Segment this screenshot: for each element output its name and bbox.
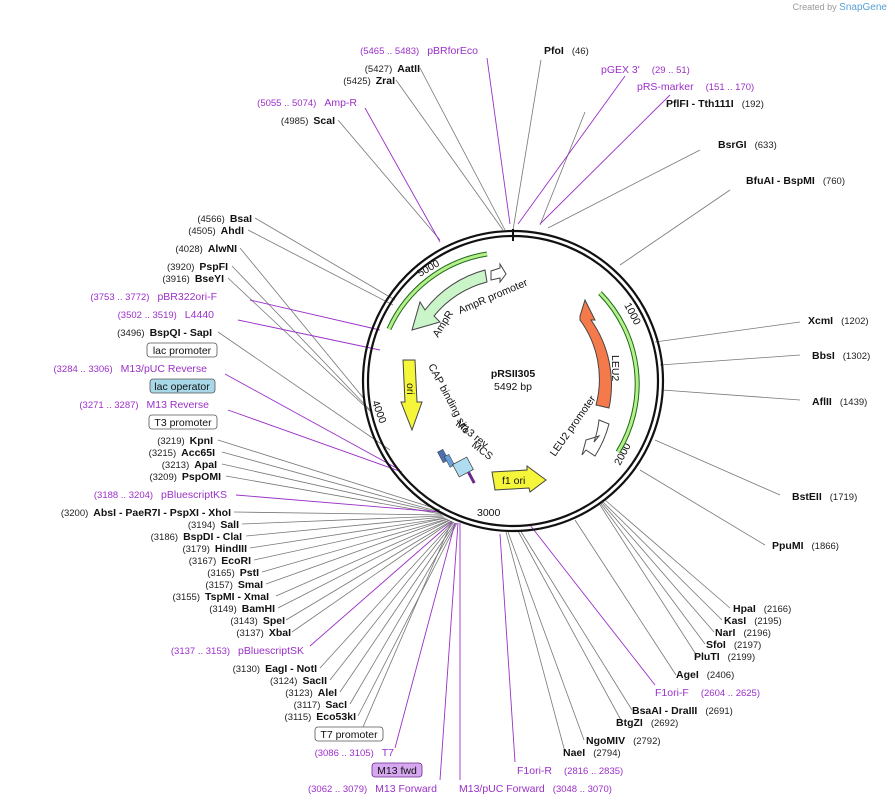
site-agei: AgeI(2406) (676, 669, 734, 681)
site-ngomiv: NgoMIV(2792) (586, 735, 661, 747)
f1ori-arrow (491, 465, 547, 493)
t3-promoter-box: T3 promoter (148, 414, 218, 430)
leu2-promoter-arrow (581, 419, 610, 457)
ampr-green-arc-inner (387, 252, 488, 330)
t3-promoter-label: T3 promoter (154, 417, 212, 429)
site-bsteii: BstEII(1719) (792, 491, 857, 503)
lac-operator-box: lac operator (149, 378, 216, 394)
site-pfoi: PfoI(46) (544, 45, 589, 57)
site-aflii: AflII(1439) (812, 396, 867, 408)
site-ecori: (3167)EcoRI (189, 555, 251, 567)
site-naei-right: NaeI(2794) (563, 747, 621, 759)
site-aatii: (5427)AatII (365, 63, 420, 75)
tick-3000: 3000 (477, 507, 501, 519)
feat-prs-marker: pRS-marker(151 .. 170) (637, 81, 754, 93)
snapgene-brand: Created by SnapGene (793, 2, 887, 13)
site-eagi: (3130)EagI - NotI (233, 663, 317, 675)
site-kasi: KasI(2195) (724, 615, 782, 627)
site-pspomi: (3209)PspOMI (149, 471, 221, 483)
right-sites: PfoI(46) PflFI - Tth111I(192) BsrGI(633)… (544, 45, 870, 759)
lac-promoter-box: lac promoter (146, 342, 218, 358)
connector-lines (217, 59, 801, 753)
site-bsaai: BsaAI - DraIII(2691) (632, 705, 733, 717)
feat-pbr322ori-f: (3753 .. 3772)pBR322ori-F (90, 291, 217, 303)
site-pspfi: (3920)PspFI (167, 261, 228, 273)
site-bamhi: (3149)BamHI (209, 603, 275, 615)
site-eco53ki: (3115)Eco53kI (285, 711, 357, 723)
feat-f1ori-f: F1ori-F(2604 .. 2625) (655, 687, 760, 699)
leu2-green-arc-inner (598, 291, 639, 453)
t7-promoter-label: T7 promoter (320, 729, 378, 741)
feat-pbluescriptsk: (3137 .. 3153)pBluescriptSK (171, 645, 304, 657)
site-saci: (3117)SacI (294, 699, 347, 711)
ori-label: ori (404, 383, 416, 395)
site-ahdi: (4505)AhdI (188, 225, 244, 237)
site-hindiii: (3179)HindIII (182, 543, 247, 555)
site-bfuai: BfuAI - BspMI(760) (746, 175, 845, 187)
site-bsai: (4566)BsaI (197, 213, 252, 225)
site-bseyi: (3916)BseYI (162, 273, 224, 285)
feature-lines (224, 57, 671, 781)
site-sfoi: SfoI(2197) (706, 639, 761, 651)
plasmid-length: 5492 bp (494, 381, 532, 393)
feat-l4440: (3502 .. 3519)L4440 (118, 309, 215, 321)
site-pflfi: PflFI - Tth111I(192) (666, 98, 764, 110)
site-absi: (3200)AbsI - PaeR7I - PspXI - XhoI (61, 507, 231, 519)
site-nari: NarI(2196) (715, 627, 771, 639)
feat-m13puc-reverse: (3284 .. 3306)M13/pUC Reverse (53, 363, 207, 375)
site-bsrgi: BsrGI(633) (718, 139, 777, 151)
site-btgzi: BtgZI(2692) (616, 717, 678, 729)
site-scai: (4985)ScaI (281, 115, 335, 127)
site-bspqi: (3496)BspQI - SapI (117, 327, 212, 339)
lac-operator-label: lac operator (154, 381, 210, 393)
feat-amp-r: (5055 .. 5074)Amp-R (257, 97, 357, 109)
m13fwd-box: M13 fwd (371, 762, 423, 778)
plasmid-name: pRSII305 (491, 368, 536, 380)
leu2-label: LEU2 (609, 355, 621, 381)
feat-t7: (3086 .. 3105)T7 (315, 747, 395, 759)
leu2-arrow (579, 298, 612, 409)
site-kpni: (3219)KpnI (157, 435, 213, 447)
t7-promoter-box: T7 promoter (314, 726, 384, 742)
site-hpai: HpaI(2166) (733, 603, 791, 615)
site-acc65i: (3215)Acc65I (149, 447, 215, 459)
mcs-label: MCS (469, 439, 495, 463)
site-xbai: (3137)XbaI (236, 627, 291, 639)
site-psti: (3165)PstI (207, 567, 259, 579)
feat-pgex3: pGEX 3'(29 .. 51) (601, 64, 690, 76)
ampr-promoter-arrow (490, 262, 507, 284)
feat-pbrforeco: (5465 .. 5483)pBRforEco (360, 45, 478, 57)
site-alei: (3123)AleI (285, 687, 337, 699)
site-apai: (3213)ApaI (162, 459, 217, 471)
site-sali: (3194)SalI (188, 519, 239, 531)
site-pluti: PluTI(2199) (694, 651, 755, 663)
left-features: (5465 .. 5483)pBRforEco (5055 .. 5074)Am… (53, 45, 478, 795)
feat-f1ori-r: F1ori-R(2816 .. 2835) (517, 765, 623, 777)
brand-created-by: Created by (792, 2, 837, 12)
lac-promoter-label: lac promoter (153, 345, 212, 357)
site-bbsi: BbsI(1302) (812, 350, 870, 362)
site-zrai: (5425)ZraI (343, 75, 395, 87)
feat-m13puc-forward: M13/pUC Forward(3048 .. 3070) (459, 783, 612, 795)
site-spei: (3143)SpeI (230, 615, 285, 627)
site-bspdi: (3186)BspDI - ClaI (151, 531, 242, 543)
feat-pbluescriptks: (3188 .. 3204)pBluescriptKS (94, 489, 227, 501)
site-xcmi: XcmI(1202) (808, 315, 869, 327)
site-alwni: (4028)AlwNI (175, 243, 237, 255)
left-sites: (5427)AatII (5425)ZraI (4985)ScaI (4566)… (61, 63, 420, 723)
site-sacii: (3124)SacII (270, 675, 327, 687)
ori-arrow (400, 359, 423, 432)
m13fwd-label: M13 fwd (377, 765, 417, 777)
mcs-stripes (437, 448, 476, 484)
site-ppumi: PpuMI(1866) (772, 540, 839, 552)
f1ori-label: f1 ori (502, 475, 525, 487)
site-tspmi: (3155)TspMI - XmaI (173, 591, 270, 603)
right-features: pGEX 3'(29 .. 51) pRS-marker(151 .. 170)… (459, 64, 760, 795)
feat-m13-forward: (3062 .. 3079)M13 Forward (308, 783, 437, 795)
ampr-arrow (411, 269, 488, 331)
feat-m13-reverse: (3271 .. 3287)M13 Reverse (79, 399, 209, 411)
brand-name: SnapGene (839, 2, 887, 13)
site-smai: (3157)SmaI (205, 579, 263, 591)
